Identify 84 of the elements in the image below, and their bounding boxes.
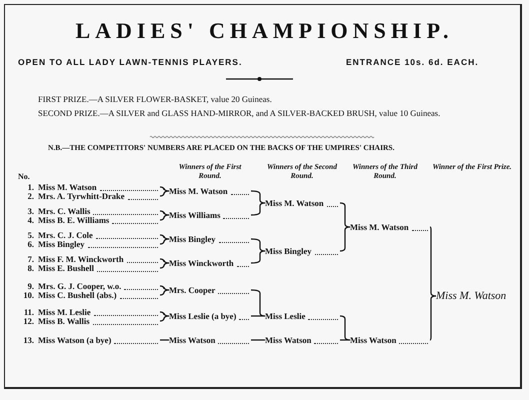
title: LADIES' CHAMPIONSHIP. xyxy=(74,18,454,44)
bracket-entry xyxy=(265,310,340,322)
bracket-brace xyxy=(160,285,170,291)
entry-number: 9. xyxy=(26,280,34,292)
player-name: Miss Williams xyxy=(169,210,220,220)
player-name: Miss Leslie (a bye) xyxy=(169,310,236,322)
bracket-entry xyxy=(169,334,251,346)
player-name: Miss M. Watson xyxy=(38,182,97,192)
bracket-entry xyxy=(169,234,251,244)
player-name: Miss C. Bushell (abs.) xyxy=(38,290,117,300)
bracket-brace xyxy=(160,311,170,317)
bracket-brace xyxy=(430,226,436,297)
player-name: Miss Watson (a bye) xyxy=(38,334,112,346)
bracket-brace xyxy=(160,238,170,245)
player-name: Mrs. C. J. Cole xyxy=(38,230,93,240)
player-name: Miss M. Watson xyxy=(169,186,228,196)
bracket-entry xyxy=(350,222,430,232)
bracket-brace xyxy=(160,258,170,264)
player-name: Miss Leslie xyxy=(265,310,306,322)
player-name: Miss Watson xyxy=(169,334,216,346)
bracket-brace xyxy=(340,202,350,228)
bracket-brace xyxy=(160,190,170,197)
bracket-brace xyxy=(251,250,266,264)
player-name: Mrs. C. Wallis xyxy=(38,206,90,216)
entry-number: 1. xyxy=(26,182,34,192)
entry-number: 3. xyxy=(26,206,34,216)
player-name: Miss Watson xyxy=(265,334,312,346)
bracket-entry xyxy=(169,284,251,296)
player-name: Miss Watson xyxy=(350,334,396,346)
player-name: Miss F. M. Winckworth xyxy=(38,254,124,264)
entry-number: 10. xyxy=(22,290,34,300)
bracket-brace xyxy=(160,210,170,216)
entry-number: 2. xyxy=(26,190,34,202)
bracket-brace xyxy=(160,339,169,341)
subtitle: OPEN TO ALL LADY LAWN-TENNIS PLAYERS. xyxy=(18,57,242,67)
entry-number: 7. xyxy=(26,254,34,264)
player-name: Miss Winckworth xyxy=(169,258,234,268)
player-name: Miss Bingley xyxy=(265,246,312,256)
bracket-brace xyxy=(160,214,170,221)
handwritten-name: Miss M. Watson xyxy=(436,290,506,302)
bracket-brace xyxy=(340,226,350,252)
player-name: Miss B. E. Williams xyxy=(38,214,110,226)
bracket-brace xyxy=(251,315,265,317)
bracket-entry xyxy=(265,198,340,208)
entry-number: 5. xyxy=(26,230,34,240)
first-prize-text: FIRST PRIZE.—A SILVER FLOWER-BASKET, value 20 Guineas. xyxy=(38,94,273,104)
entry-number: 6. xyxy=(26,238,34,250)
player-name: Miss M. Watson xyxy=(350,222,409,232)
player-name: Mrs. Cooper xyxy=(169,284,216,296)
bracket-brace xyxy=(160,234,170,240)
bracket-brace xyxy=(430,295,436,340)
entry-number: 13. xyxy=(22,334,34,346)
player-name: Miss E. Bushell xyxy=(38,262,94,274)
entry-number: 8. xyxy=(26,262,34,274)
entry-number: 11. xyxy=(22,306,34,318)
player-name: Miss M. Leslie xyxy=(38,306,91,318)
bracket-brace xyxy=(160,186,170,192)
bracket-entry xyxy=(169,186,251,196)
bracket-brace xyxy=(340,315,350,341)
bracket-brace xyxy=(160,289,170,296)
bracket-entry xyxy=(350,334,430,346)
bracket-brace xyxy=(160,315,170,322)
bracket-brace xyxy=(251,339,265,341)
player-name: Miss Bingley xyxy=(169,234,216,244)
entry-number: 4. xyxy=(26,214,34,226)
bracket-entry xyxy=(265,334,340,346)
player-name: Miss M. Watson xyxy=(265,198,324,208)
bracket-brace xyxy=(251,238,266,252)
bracket-entry xyxy=(169,258,251,268)
player-name: Miss Bingley xyxy=(38,238,85,250)
entry-number: 12. xyxy=(22,316,34,326)
column-heading: No. xyxy=(18,172,30,181)
bracket-brace xyxy=(251,190,266,204)
player-name: Miss B. Wallis xyxy=(38,316,90,326)
bracket-entry xyxy=(169,310,251,322)
bracket-brace xyxy=(340,339,350,341)
player-name: Mrs. A. Tyrwhitt-Drake xyxy=(38,190,125,202)
entrance-fee: ENTRANCE 10s. 6d. EACH. xyxy=(346,57,479,67)
player-name: Mrs. G. J. Cooper, w.o. xyxy=(38,280,122,292)
bracket-brace xyxy=(251,202,266,216)
second-prize-text: SECOND PRIZE.—A SILVER and GLASS HAND-MIRROR, and A SILVER-BACKED BRUSH, value 10 Guineas. xyxy=(38,108,442,119)
bracket-entry xyxy=(265,246,340,256)
bracket-brace xyxy=(160,262,170,269)
bracket-entry xyxy=(169,210,251,220)
